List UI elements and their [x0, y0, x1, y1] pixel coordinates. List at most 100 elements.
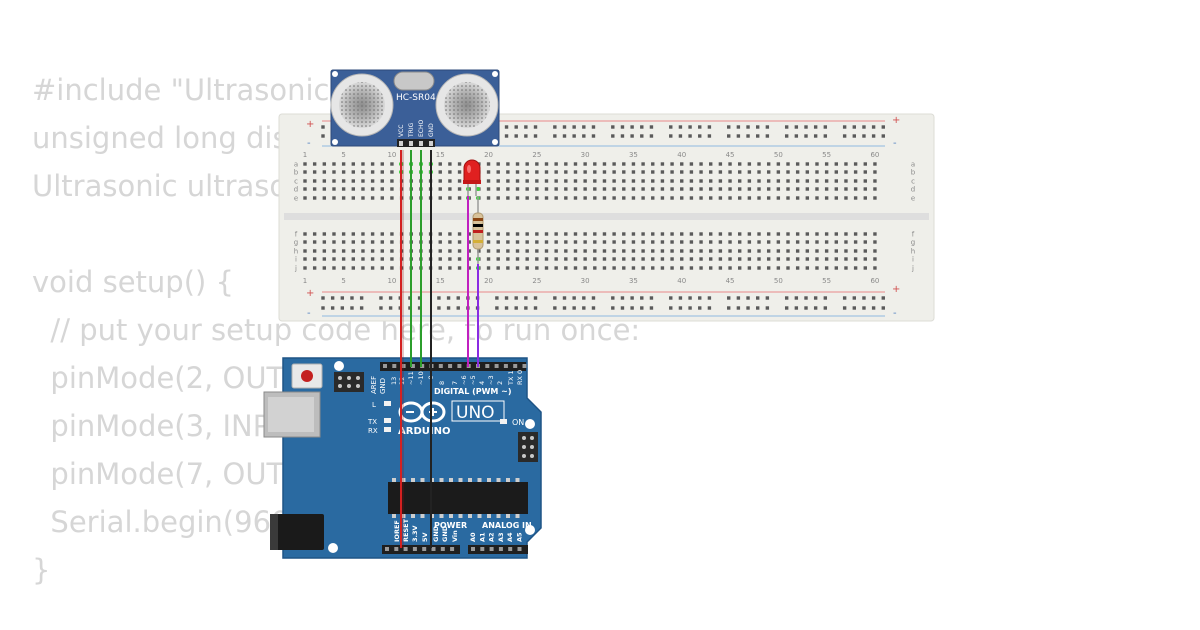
- breadboard-hole[interactable]: [699, 240, 703, 244]
- sensor-pin[interactable]: [429, 141, 433, 146]
- breadboard-hole[interactable]: [699, 179, 703, 183]
- header-pin-socket[interactable]: [420, 364, 425, 368]
- breadboard-hole[interactable]: [738, 196, 742, 200]
- breadboard-hole[interactable]: [602, 196, 607, 200]
- breadboard-hole[interactable]: [332, 266, 336, 270]
- breadboard-hole[interactable]: [766, 162, 771, 166]
- breadboard-hole[interactable]: [813, 125, 818, 129]
- header-pin-socket[interactable]: [513, 364, 518, 368]
- breadboard-hole[interactable]: [525, 170, 529, 174]
- breadboard-hole[interactable]: [689, 179, 694, 183]
- breadboard-hole[interactable]: [795, 196, 800, 200]
- breadboard-hole[interactable]: [514, 306, 518, 310]
- breadboard-hole[interactable]: [649, 306, 654, 310]
- breadboard-hole[interactable]: [699, 257, 703, 261]
- breadboard-hole[interactable]: [554, 162, 558, 166]
- breadboard-hole[interactable]: [815, 170, 819, 174]
- breadboard-hole[interactable]: [766, 257, 771, 261]
- breadboard-hole[interactable]: [641, 266, 645, 270]
- breadboard-hole[interactable]: [390, 232, 394, 236]
- breadboard-hole[interactable]: [728, 266, 732, 270]
- breadboard-hole[interactable]: [486, 249, 491, 253]
- wires[interactable]: [400, 150, 479, 548]
- breadboard-hole[interactable]: [303, 162, 307, 166]
- breadboard-hole[interactable]: [727, 296, 731, 300]
- breadboard-hole[interactable]: [554, 240, 558, 244]
- breadboard-hole[interactable]: [312, 257, 317, 261]
- breadboard-hole[interactable]: [533, 296, 538, 300]
- breadboard-hole[interactable]: [776, 179, 781, 183]
- breadboard-hole[interactable]: [853, 196, 858, 200]
- breadboard-hole[interactable]: [640, 306, 644, 310]
- header-pin-socket[interactable]: [450, 547, 455, 551]
- breadboard-hole[interactable]: [448, 232, 452, 236]
- breadboard-hole[interactable]: [341, 187, 346, 191]
- breadboard-hole[interactable]: [689, 170, 694, 174]
- breadboard-hole[interactable]: [390, 249, 394, 253]
- breadboard-hole[interactable]: [390, 240, 394, 244]
- breadboard-hole[interactable]: [351, 170, 355, 174]
- breadboard-hole[interactable]: [631, 266, 636, 270]
- breadboard-hole[interactable]: [457, 162, 462, 166]
- breadboard-hole[interactable]: [680, 187, 684, 191]
- breadboard-hole[interactable]: [871, 306, 876, 310]
- breadboard-hole[interactable]: [544, 170, 549, 174]
- breadboard-hole[interactable]: [514, 134, 518, 138]
- breadboard-hole[interactable]: [680, 266, 684, 270]
- breadboard-hole[interactable]: [573, 240, 578, 244]
- breadboard-hole[interactable]: [388, 306, 393, 310]
- breadboard-hole[interactable]: [853, 187, 858, 191]
- breadboard-hole[interactable]: [698, 306, 702, 310]
- breadboard-hole[interactable]: [805, 187, 810, 191]
- breadboard-hole[interactable]: [727, 125, 731, 129]
- breadboard-hole[interactable]: [612, 240, 616, 244]
- breadboard-hole[interactable]: [728, 187, 732, 191]
- breadboard-hole[interactable]: [718, 170, 723, 174]
- breadboard-hole[interactable]: [728, 162, 732, 166]
- breadboard-hole[interactable]: [766, 170, 771, 174]
- sensor-pin[interactable]: [419, 141, 423, 146]
- header-pin-socket[interactable]: [394, 547, 399, 551]
- breadboard-hole[interactable]: [640, 296, 644, 300]
- breadboard-hole[interactable]: [486, 187, 491, 191]
- header-pin-socket[interactable]: [385, 547, 389, 551]
- breadboard-hole[interactable]: [699, 187, 703, 191]
- breadboard-hole[interactable]: [553, 306, 557, 310]
- breadboard-hole[interactable]: [766, 196, 771, 200]
- breadboard-hole[interactable]: [322, 266, 327, 270]
- breadboard-hole[interactable]: [544, 249, 549, 253]
- breadboard-hole[interactable]: [467, 240, 471, 244]
- breadboard-hole[interactable]: [641, 179, 645, 183]
- breadboard-hole[interactable]: [881, 134, 885, 138]
- breadboard-hole[interactable]: [689, 240, 694, 244]
- breadboard-hole[interactable]: [457, 187, 462, 191]
- breadboard-hole[interactable]: [669, 125, 673, 129]
- breadboard-hole[interactable]: [651, 187, 655, 191]
- breadboard-hole[interactable]: [622, 170, 626, 174]
- breadboard-hole[interactable]: [553, 125, 557, 129]
- reset-button-cap[interactable]: [301, 370, 313, 382]
- breadboard-hole[interactable]: [504, 134, 509, 138]
- breadboard-hole[interactable]: [390, 170, 394, 174]
- breadboard-hole[interactable]: [622, 179, 626, 183]
- breadboard-hole[interactable]: [805, 257, 810, 261]
- breadboard-hole[interactable]: [467, 232, 471, 236]
- breadboard-hole[interactable]: [718, 240, 723, 244]
- breadboard-hole[interactable]: [438, 249, 442, 253]
- breadboard-hole[interactable]: [312, 162, 317, 166]
- breadboard-hole[interactable]: [698, 134, 702, 138]
- breadboard-hole[interactable]: [446, 306, 451, 310]
- breadboard-hole[interactable]: [321, 296, 325, 300]
- breadboard-hole[interactable]: [303, 266, 307, 270]
- breadboard-hole[interactable]: [544, 162, 549, 166]
- breadboard-hole[interactable]: [303, 249, 307, 253]
- breadboard-hole[interactable]: [776, 249, 781, 253]
- breadboard-hole[interactable]: [844, 266, 848, 270]
- breadboard-hole[interactable]: [631, 179, 636, 183]
- breadboard-hole[interactable]: [834, 232, 838, 236]
- breadboard-hole[interactable]: [824, 232, 829, 236]
- breadboard-hole[interactable]: [303, 187, 307, 191]
- breadboard-hole[interactable]: [582, 134, 586, 138]
- breadboard-hole[interactable]: [738, 232, 742, 236]
- breadboard-hole[interactable]: [312, 240, 317, 244]
